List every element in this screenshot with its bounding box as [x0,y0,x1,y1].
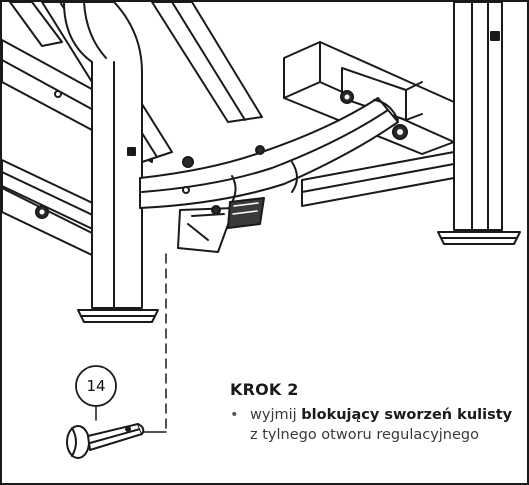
ball-locking-pin [66,423,145,459]
step-text-line2: z tylnego otworu regulacyjnego [250,427,479,443]
step-text-bold: blokujący sworzeń kulisty [301,407,513,423]
step-text-line1: wyjmij blokujący sworzeń kulisty [250,405,512,425]
step-bullet-line: • wyjmij blokujący sworzeń kulisty [230,405,525,425]
callout-14 [75,365,117,421]
center-bracket [177,197,265,253]
step-title: KROK 2 [230,380,299,399]
right-bolts [340,90,408,140]
callout-number: 14 [86,377,105,395]
right-rails [301,151,455,207]
left-post [63,2,159,323]
frame-bolts [35,145,265,219]
step-text-before: wyjmij [250,407,302,423]
step-instructions: KROK 2 • wyjmij blokujący sworzeń kulist… [230,380,525,445]
bullet-icon: • [230,407,239,423]
